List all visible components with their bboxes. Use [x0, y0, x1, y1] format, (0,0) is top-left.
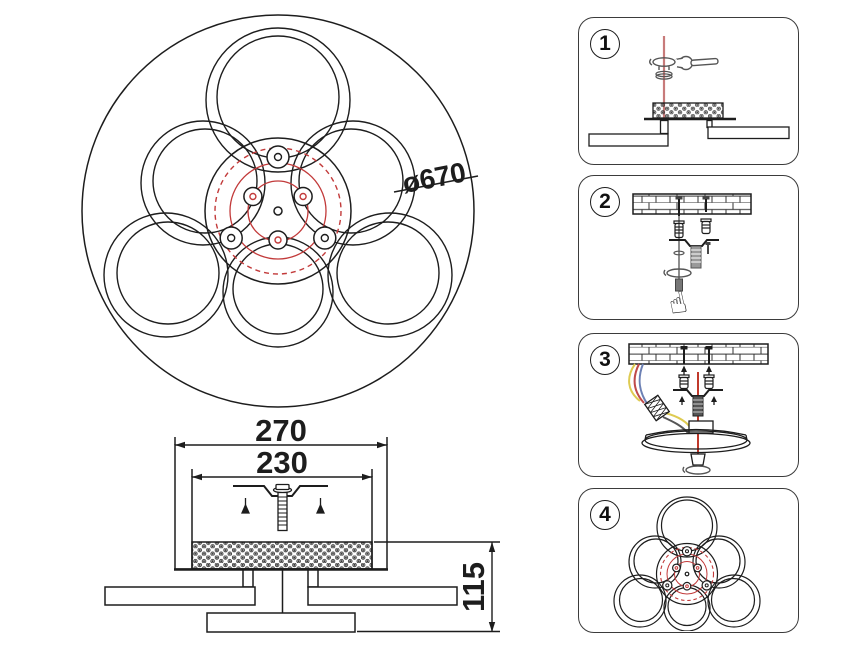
screw-pads — [243, 186, 313, 250]
dim-115: 115 — [456, 562, 491, 612]
ring-arms — [588, 119, 790, 147]
step-panel-4: 4 — [578, 488, 799, 633]
step-number: 4 — [599, 503, 611, 526]
washer-icon — [655, 70, 673, 80]
light-rings-mini — [613, 496, 761, 631]
center-hole — [273, 206, 283, 216]
step-number: 1 — [599, 32, 611, 55]
anchor-dowel-icon — [673, 218, 712, 239]
ceiling-screws — [675, 196, 710, 216]
terminal-block-icon — [643, 394, 671, 422]
bracket-screws — [241, 498, 325, 514]
diameter-dimension: ø670 — [393, 156, 479, 199]
outer-boundary-circle — [81, 14, 475, 408]
dim-230: 230 — [256, 445, 308, 480]
ceiling-screws — [680, 346, 713, 375]
step-panel-1: 1 — [578, 17, 799, 165]
washer-icon — [673, 250, 685, 256]
threaded-rod — [692, 395, 704, 417]
step-number-badge: 3 — [590, 345, 620, 375]
step-number: 2 — [599, 190, 611, 213]
hub-mini — [655, 542, 719, 606]
step-panel-2: 2 — [578, 175, 799, 320]
wrench-icon — [676, 55, 719, 71]
step-number-badge: 2 — [590, 187, 620, 217]
top-view-drawing: ø670 — [81, 14, 479, 408]
bracket-screws — [679, 396, 717, 405]
center-hole — [684, 571, 690, 577]
small-screw — [705, 242, 711, 254]
center-bolt — [272, 483, 293, 532]
rod-end — [675, 278, 683, 292]
hand-icon: ☝ — [666, 286, 691, 318]
hub — [204, 137, 352, 285]
anchor-dowel-icon — [678, 374, 715, 390]
side-view-drawing: 270 230 115 — [104, 415, 500, 633]
threaded-rod — [690, 245, 702, 269]
rotation-nut-icon — [663, 268, 692, 278]
dim-270: 270 — [255, 415, 307, 448]
ceiling-bricks — [632, 193, 752, 215]
step-number-badge: 4 — [590, 500, 620, 530]
step-number: 3 — [599, 348, 611, 371]
socket-cup — [690, 453, 706, 466]
canopy-icon — [641, 420, 751, 454]
ceiling-bricks — [628, 343, 769, 365]
height-dimension — [357, 541, 500, 633]
diameter-label: ø670 — [400, 156, 469, 199]
step-panel-3: 3 — [578, 333, 799, 477]
ring-mount-pads — [219, 145, 337, 250]
mounting-bracket — [669, 239, 719, 247]
step-number-badge: 1 — [590, 29, 620, 59]
canopy-block — [652, 102, 724, 119]
light-rings — [103, 27, 453, 348]
rotation-nut-icon — [682, 465, 711, 475]
ring-arms-elevation — [104, 569, 458, 633]
diffuser-band — [191, 541, 373, 570]
